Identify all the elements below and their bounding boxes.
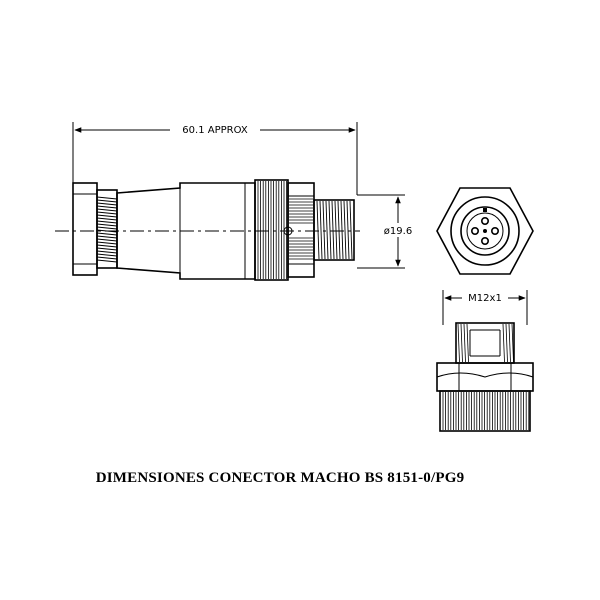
length-label: 60.1 APPROX	[182, 125, 248, 136]
pin-3	[490, 227, 499, 236]
diameter-label: ø19.6	[384, 226, 412, 237]
pin-4	[480, 237, 489, 246]
length-dimension: 60.1 APPROX	[72, 122, 358, 195]
front-view	[436, 187, 534, 275]
pin-2	[470, 227, 479, 236]
pin-1	[480, 217, 489, 226]
pin-center	[483, 229, 487, 233]
thread-dimension: M12x1	[442, 290, 528, 325]
knurled-ring	[254, 179, 289, 281]
thread-label: M12x1	[468, 293, 502, 304]
side-view: 60.1 APPROX	[55, 122, 418, 281]
drawing-caption: DIMENSIONES CONECTOR MACHO BS 8151-0/PG9	[95, 470, 465, 486]
threaded-pin	[313, 199, 355, 261]
bottom-view: M12x1	[436, 290, 534, 432]
coupling	[283, 182, 315, 278]
left-nut	[72, 182, 118, 276]
diameter-dimension: ø19.6	[357, 194, 418, 269]
key-notch	[483, 208, 487, 212]
